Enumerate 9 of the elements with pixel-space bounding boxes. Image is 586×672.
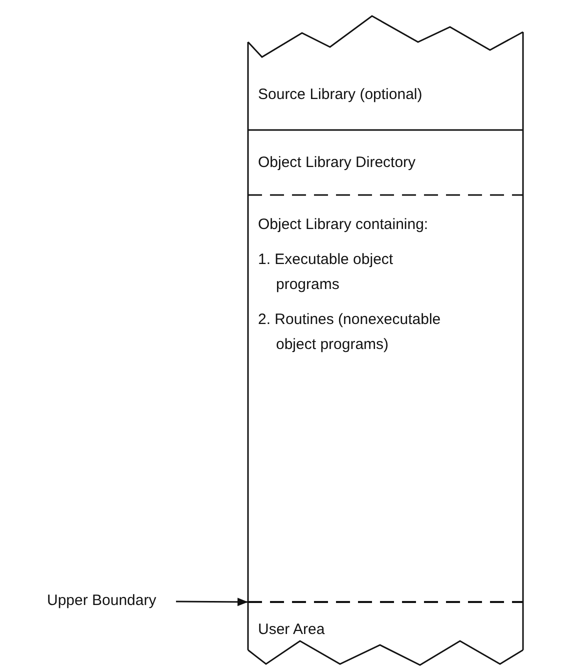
list-item: 1. Executable object programs xyxy=(258,250,394,295)
list-item: 2. Routines (nonexecutable object programs) xyxy=(258,310,442,355)
section-label: Object Library containing: xyxy=(258,215,430,235)
section-label: Source Library (optional) xyxy=(258,85,424,105)
boundary-label: Upper Boundary xyxy=(47,591,158,611)
section-label: Object Library Directory xyxy=(258,153,417,173)
boundary-line xyxy=(248,601,523,603)
leader-arrow xyxy=(176,598,248,606)
section-label: User Area xyxy=(258,620,326,640)
